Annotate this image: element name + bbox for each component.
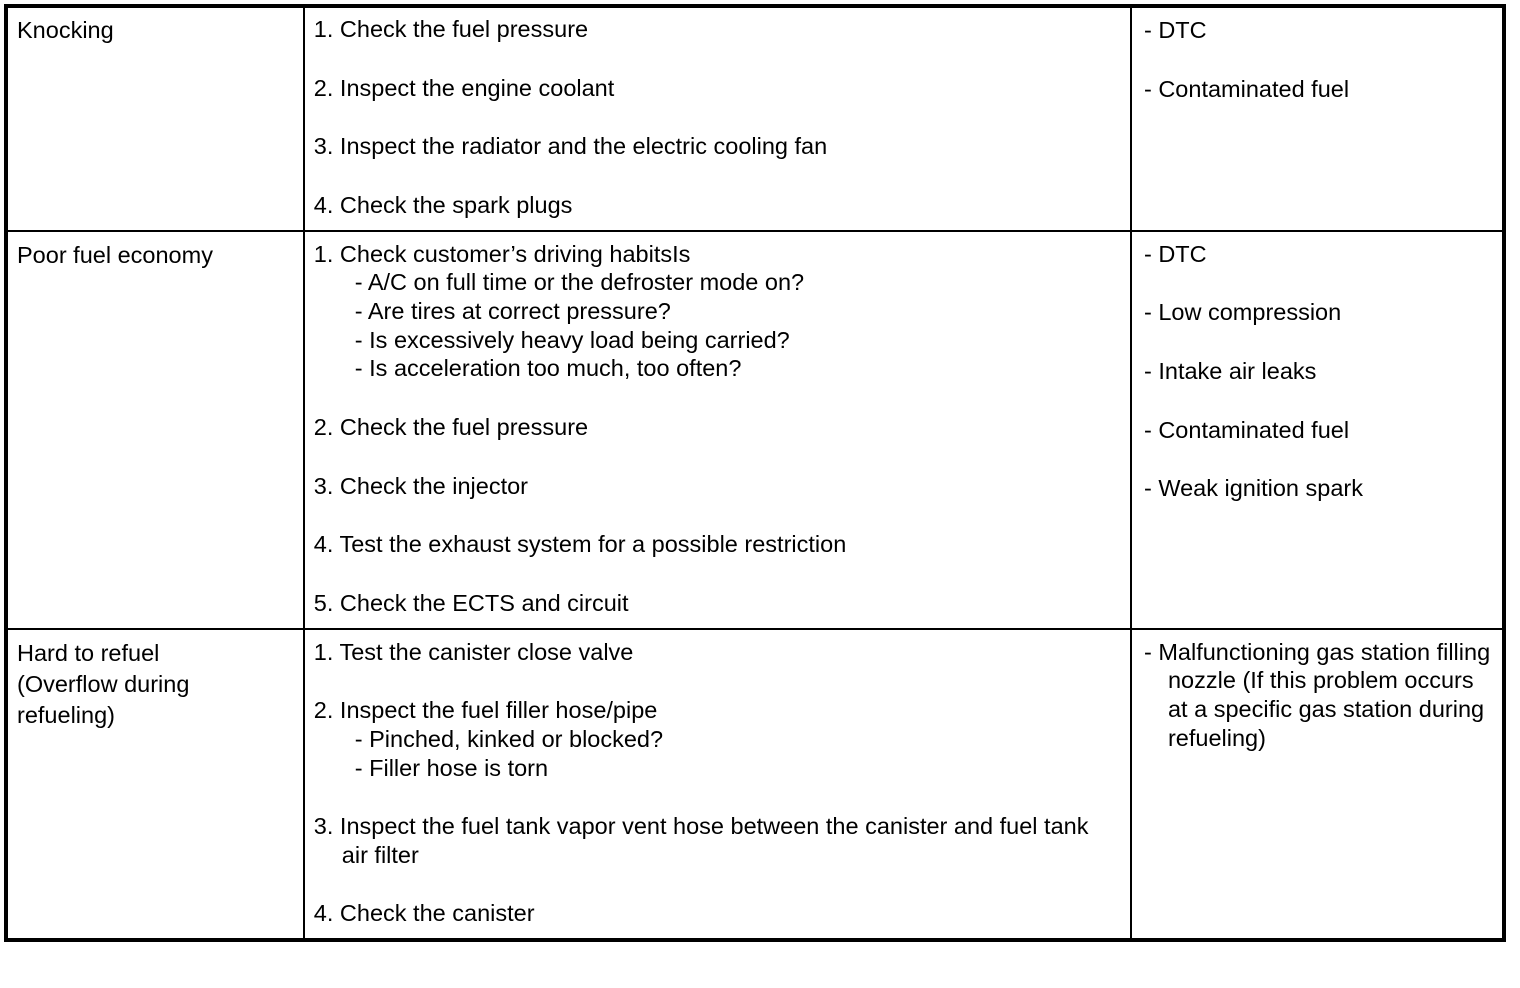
step-label: 3. Inspect the radiator and the electric… xyxy=(313,133,828,160)
substep-item: - Are tires at correct pressure? xyxy=(354,297,671,324)
table-row: Knocking 1. Check the fuel pressure 2. I… xyxy=(5,5,1506,232)
cause-list: - DTC - Contaminated fuel xyxy=(1144,16,1492,103)
symptom-label: Poor fuel economy xyxy=(17,241,213,268)
probable-cause-cell: - DTC - Contaminated fuel xyxy=(1129,5,1506,232)
step-label: 3. Check the injector xyxy=(313,472,529,499)
list-item: 4. Test the exhaust system for a possibl… xyxy=(314,530,1120,559)
step-label: 2. Check the fuel pressure xyxy=(313,413,589,440)
procedure-cell: 1. Check the fuel pressure 2. Inspect th… xyxy=(302,5,1132,232)
symptom-troubleshooting-table: Knocking 1. Check the fuel pressure 2. I… xyxy=(4,4,1506,943)
cause-item: - Contaminated fuel xyxy=(1143,75,1350,102)
step-label: 1. Check the fuel pressure xyxy=(313,16,589,42)
substep-item: - Is acceleration too much, too often? xyxy=(354,355,742,382)
step-gap xyxy=(314,782,1120,812)
procedure-step-list: 1. Test the canister close valve 2. Insp… xyxy=(314,638,1120,929)
cause-gap xyxy=(1144,327,1492,357)
substep-item: - Filler hose is torn xyxy=(354,754,549,781)
cause-item: - Low compression xyxy=(1143,299,1342,326)
symptom-cell: Knocking xyxy=(5,5,305,232)
step-gap xyxy=(314,500,1120,530)
list-item: 3. Inspect the radiator and the electric… xyxy=(314,132,1120,161)
table-row: Hard to refuel (Overflow during refuelin… xyxy=(5,627,1506,942)
step-gap xyxy=(314,161,1120,191)
step-label: 1. Test the canister close valve xyxy=(313,638,634,665)
list-item: 2. Inspect the engine coolant xyxy=(314,74,1120,103)
symptom-cell: Hard to refuel (Overflow during refuelin… xyxy=(5,627,305,942)
step-label: 3. Inspect the fuel tank vapor vent hose… xyxy=(313,813,1089,868)
step-gap xyxy=(314,44,1120,74)
list-item: 3. Inspect the fuel tank vapor vent hose… xyxy=(314,812,1120,869)
step-label: 4. Check the spark plugs xyxy=(313,191,573,218)
list-item: 4. Check the spark plugs xyxy=(314,191,1120,220)
step-label: 4. Test the exhaust system for a possibl… xyxy=(313,531,847,558)
cause-list: - DTC - Low compression - Intake air lea… xyxy=(1144,240,1492,503)
probable-cause-cell: - DTC - Low compression - Intake air lea… xyxy=(1129,229,1506,630)
symptom-label: Hard to refuel (Overflow during refuelin… xyxy=(17,639,190,729)
procedure-step-list: 1. Check customer’s driving habitsIs - A… xyxy=(314,240,1120,618)
step-gap xyxy=(314,559,1120,589)
step-label: 2. Inspect the fuel filler hose/pipe xyxy=(313,697,658,724)
procedure-cell: 1. Check customer’s driving habitsIs - A… xyxy=(302,229,1132,630)
step-gap xyxy=(314,869,1120,899)
step-gap xyxy=(314,102,1120,132)
step-gap xyxy=(314,383,1120,413)
cause-item: - Intake air leaks xyxy=(1143,357,1317,384)
substep-item: - Is excessively heavy load being carrie… xyxy=(354,326,790,353)
list-item: 1. Test the canister close valve xyxy=(314,638,1120,667)
cause-item: - Malfunctioning gas station filling noz… xyxy=(1143,638,1491,751)
table-row: Poor fuel economy 1. Check customer’s dr… xyxy=(5,229,1506,630)
list-item: 5. Check the ECTS and circuit xyxy=(314,589,1120,618)
procedure-cell: 1. Test the canister close valve 2. Insp… xyxy=(302,627,1132,942)
substep-item: - A/C on full time or the defroster mode… xyxy=(354,269,805,296)
cause-item: - DTC xyxy=(1143,17,1207,43)
list-item: 3. Check the injector xyxy=(314,472,1120,501)
step-gap xyxy=(314,442,1120,472)
cause-gap xyxy=(1144,45,1492,75)
cause-item: - DTC xyxy=(1143,240,1207,267)
step-label: 5. Check the ECTS and circuit xyxy=(313,589,629,616)
symptom-cell: Poor fuel economy xyxy=(5,229,305,630)
step-label: 1. Check customer’s driving habitsIs xyxy=(313,240,691,267)
list-item: 1. Check customer’s driving habitsIs - A… xyxy=(314,240,1120,383)
list-item: 4. Check the canister xyxy=(314,899,1120,928)
cause-gap xyxy=(1144,444,1492,474)
substep-item: - Pinched, kinked or blocked? xyxy=(354,725,664,752)
cause-list: - Malfunctioning gas station filling noz… xyxy=(1144,638,1492,753)
cause-item: - Weak ignition spark xyxy=(1143,475,1363,502)
step-label: 4. Check the canister xyxy=(313,900,535,927)
probable-cause-cell: - Malfunctioning gas station filling noz… xyxy=(1129,627,1506,942)
cause-gap xyxy=(1144,268,1492,298)
list-item: 2. Inspect the fuel filler hose/pipe - P… xyxy=(314,696,1120,782)
substep-list: - Pinched, kinked or blocked? - Filler h… xyxy=(314,725,1120,782)
step-label: 2. Inspect the engine coolant xyxy=(313,74,615,101)
list-item: 2. Check the fuel pressure xyxy=(314,413,1120,442)
cause-gap xyxy=(1144,386,1492,416)
procedure-step-list: 1. Check the fuel pressure 2. Inspect th… xyxy=(314,15,1120,220)
step-gap xyxy=(314,666,1120,696)
substep-list: - A/C on full time or the defroster mode… xyxy=(314,268,1120,383)
cause-item: - Contaminated fuel xyxy=(1143,416,1350,443)
symptom-label: Knocking xyxy=(17,17,114,43)
list-item: 1. Check the fuel pressure xyxy=(314,15,1120,44)
